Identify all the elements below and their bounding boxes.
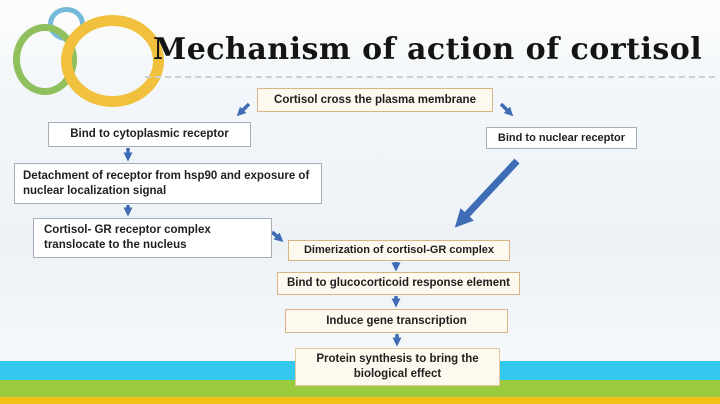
arrow-nuclear-to-dimerization bbox=[454, 158, 520, 228]
node-protein-synthesis: Protein synthesis to bring the biologica… bbox=[295, 348, 500, 386]
node-detachment-hsp90: Detachment of receptor from hsp90 and ex… bbox=[14, 163, 322, 204]
node-induce-gene-transcription: Induce gene transcription bbox=[285, 309, 508, 333]
arrow-translocate-to-dimerization bbox=[270, 230, 284, 242]
node-cortisol-cross-membrane: Cortisol cross the plasma membrane bbox=[257, 88, 493, 112]
node-bind-cytoplasmic-receptor: Bind to cytoplasmic receptor bbox=[48, 122, 251, 147]
yellow-ring-icon bbox=[61, 15, 164, 107]
arrow-cross-to-cytoplasmic bbox=[236, 102, 251, 117]
node-cortisol-gr-translocate: Cortisol- GR receptor complex translocat… bbox=[33, 218, 272, 258]
slide-title: Mechanism of action of cortisol bbox=[153, 32, 703, 67]
arrow-cross-to-nuclear bbox=[499, 102, 514, 117]
node-bind-nuclear-receptor: Bind to nuclear receptor bbox=[486, 127, 637, 149]
title-underline-rule bbox=[145, 76, 715, 78]
node-bind-glucocorticoid-response-element: Bind to glucocorticoid response element bbox=[277, 272, 520, 295]
bottom-stripe-yellow bbox=[0, 397, 720, 404]
node-dimerization: Dimerization of cortisol-GR complex bbox=[288, 240, 510, 261]
bottom-stripe-green bbox=[0, 380, 720, 397]
